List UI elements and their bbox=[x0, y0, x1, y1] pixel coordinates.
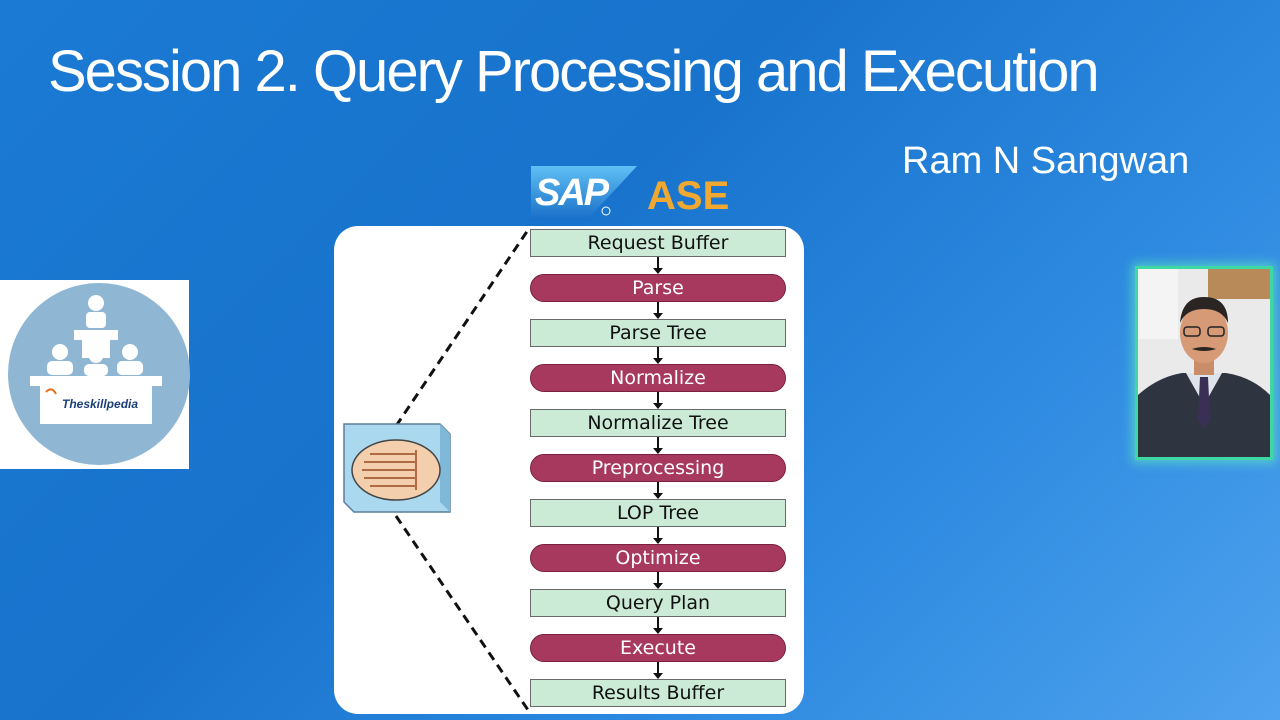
stage-execute: Execute bbox=[530, 634, 786, 662]
stage-preprocessing: Preprocessing bbox=[530, 454, 786, 482]
stage-arrow-head bbox=[653, 493, 663, 499]
sap-logo-icon bbox=[531, 166, 637, 220]
theskillpedia-logo: Theskillpedia bbox=[0, 280, 190, 469]
diagram-connectors bbox=[394, 229, 663, 711]
stage-normalize-tree: Normalize Tree bbox=[530, 409, 786, 437]
logo-text: Theskillpedia bbox=[62, 397, 139, 411]
stage-arrow-head bbox=[653, 583, 663, 589]
stage-results-buffer: Results Buffer bbox=[530, 679, 786, 707]
slide-title: Session 2. Query Processing and Executio… bbox=[48, 39, 1100, 104]
server-node-icon bbox=[343, 423, 451, 513]
stage-arrows bbox=[653, 257, 663, 679]
stage-arrow-head bbox=[653, 268, 663, 274]
stage-normalize: Normalize bbox=[530, 364, 786, 392]
stage-arrow-head bbox=[653, 313, 663, 319]
presenter-icon bbox=[30, 295, 162, 424]
ase-text: ASE bbox=[647, 174, 730, 218]
author-name: Ram N Sangwan bbox=[902, 140, 1190, 182]
stage-request-buffer: Request Buffer bbox=[530, 229, 786, 257]
sap-text: SAP bbox=[535, 172, 609, 214]
presenter-photo bbox=[1135, 266, 1273, 460]
stage-arrow-head bbox=[653, 448, 663, 454]
stage-parse: Parse bbox=[530, 274, 786, 302]
stage-arrow-head bbox=[653, 538, 663, 544]
stage-arrow-head bbox=[653, 358, 663, 364]
stage-arrow-head bbox=[653, 403, 663, 409]
stage-arrow-head bbox=[653, 673, 663, 679]
stage-optimize: Optimize bbox=[530, 544, 786, 572]
stage-parse-tree: Parse Tree bbox=[530, 319, 786, 347]
stage-query-plan: Query Plan bbox=[530, 589, 786, 617]
stage-arrow-head bbox=[653, 628, 663, 634]
stage-lop-tree: LOP Tree bbox=[530, 499, 786, 527]
